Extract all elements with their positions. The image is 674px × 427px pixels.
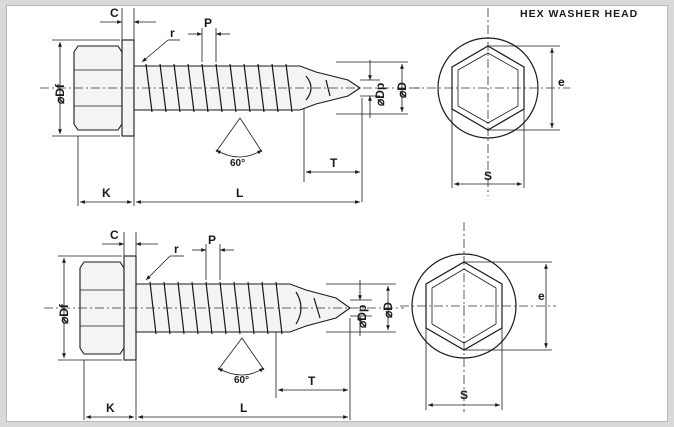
dimensions-bottom: ⌀Df C r P ⌀Dp ⌀D 60° [57, 228, 396, 420]
r-label-top: r [170, 26, 175, 40]
k-label-bottom: K [106, 401, 115, 415]
washer-circle-bottom [411, 253, 517, 359]
drawing-title: HEX WASHER HEAD [520, 8, 638, 20]
dp-label-bottom: ⌀Dp [355, 305, 369, 328]
screw-top-side-view [40, 39, 420, 137]
head-end-view-bottom: e S [400, 222, 556, 412]
p-label-top: P [204, 16, 212, 30]
d-label-bottom: ⌀D [381, 302, 395, 318]
l-label-top: L [236, 186, 243, 200]
t-label-bottom: T [308, 374, 316, 388]
e-label-top: e [558, 75, 565, 89]
angle-label-bottom: 60° [234, 375, 249, 386]
r-label-bottom: r [174, 242, 179, 256]
dimensions-top: ⌀Df C r P ⌀Dp ⌀D 60° [52, 6, 409, 206]
screw-bottom-side-view [44, 255, 404, 361]
p-label-bottom: P [208, 233, 216, 247]
dp-label-top: ⌀Dp [373, 83, 387, 106]
washer-circle-top [437, 37, 539, 139]
s-label-bottom: S [460, 388, 468, 402]
df-label-top: ⌀Df [53, 83, 67, 104]
df-label-bottom: ⌀Df [57, 303, 71, 324]
s-label-top: S [484, 169, 492, 183]
head-end-view-top: e S [410, 8, 570, 196]
c-label-bottom: C [110, 228, 119, 242]
l-label-bottom: L [240, 401, 247, 415]
angle-label-top: 60° [230, 158, 245, 169]
c-label-top: C [110, 6, 119, 20]
e-label-bottom: e [538, 289, 545, 303]
d-label-top: ⌀D [395, 82, 409, 98]
t-label-top: T [330, 156, 338, 170]
k-label-top: K [102, 186, 111, 200]
